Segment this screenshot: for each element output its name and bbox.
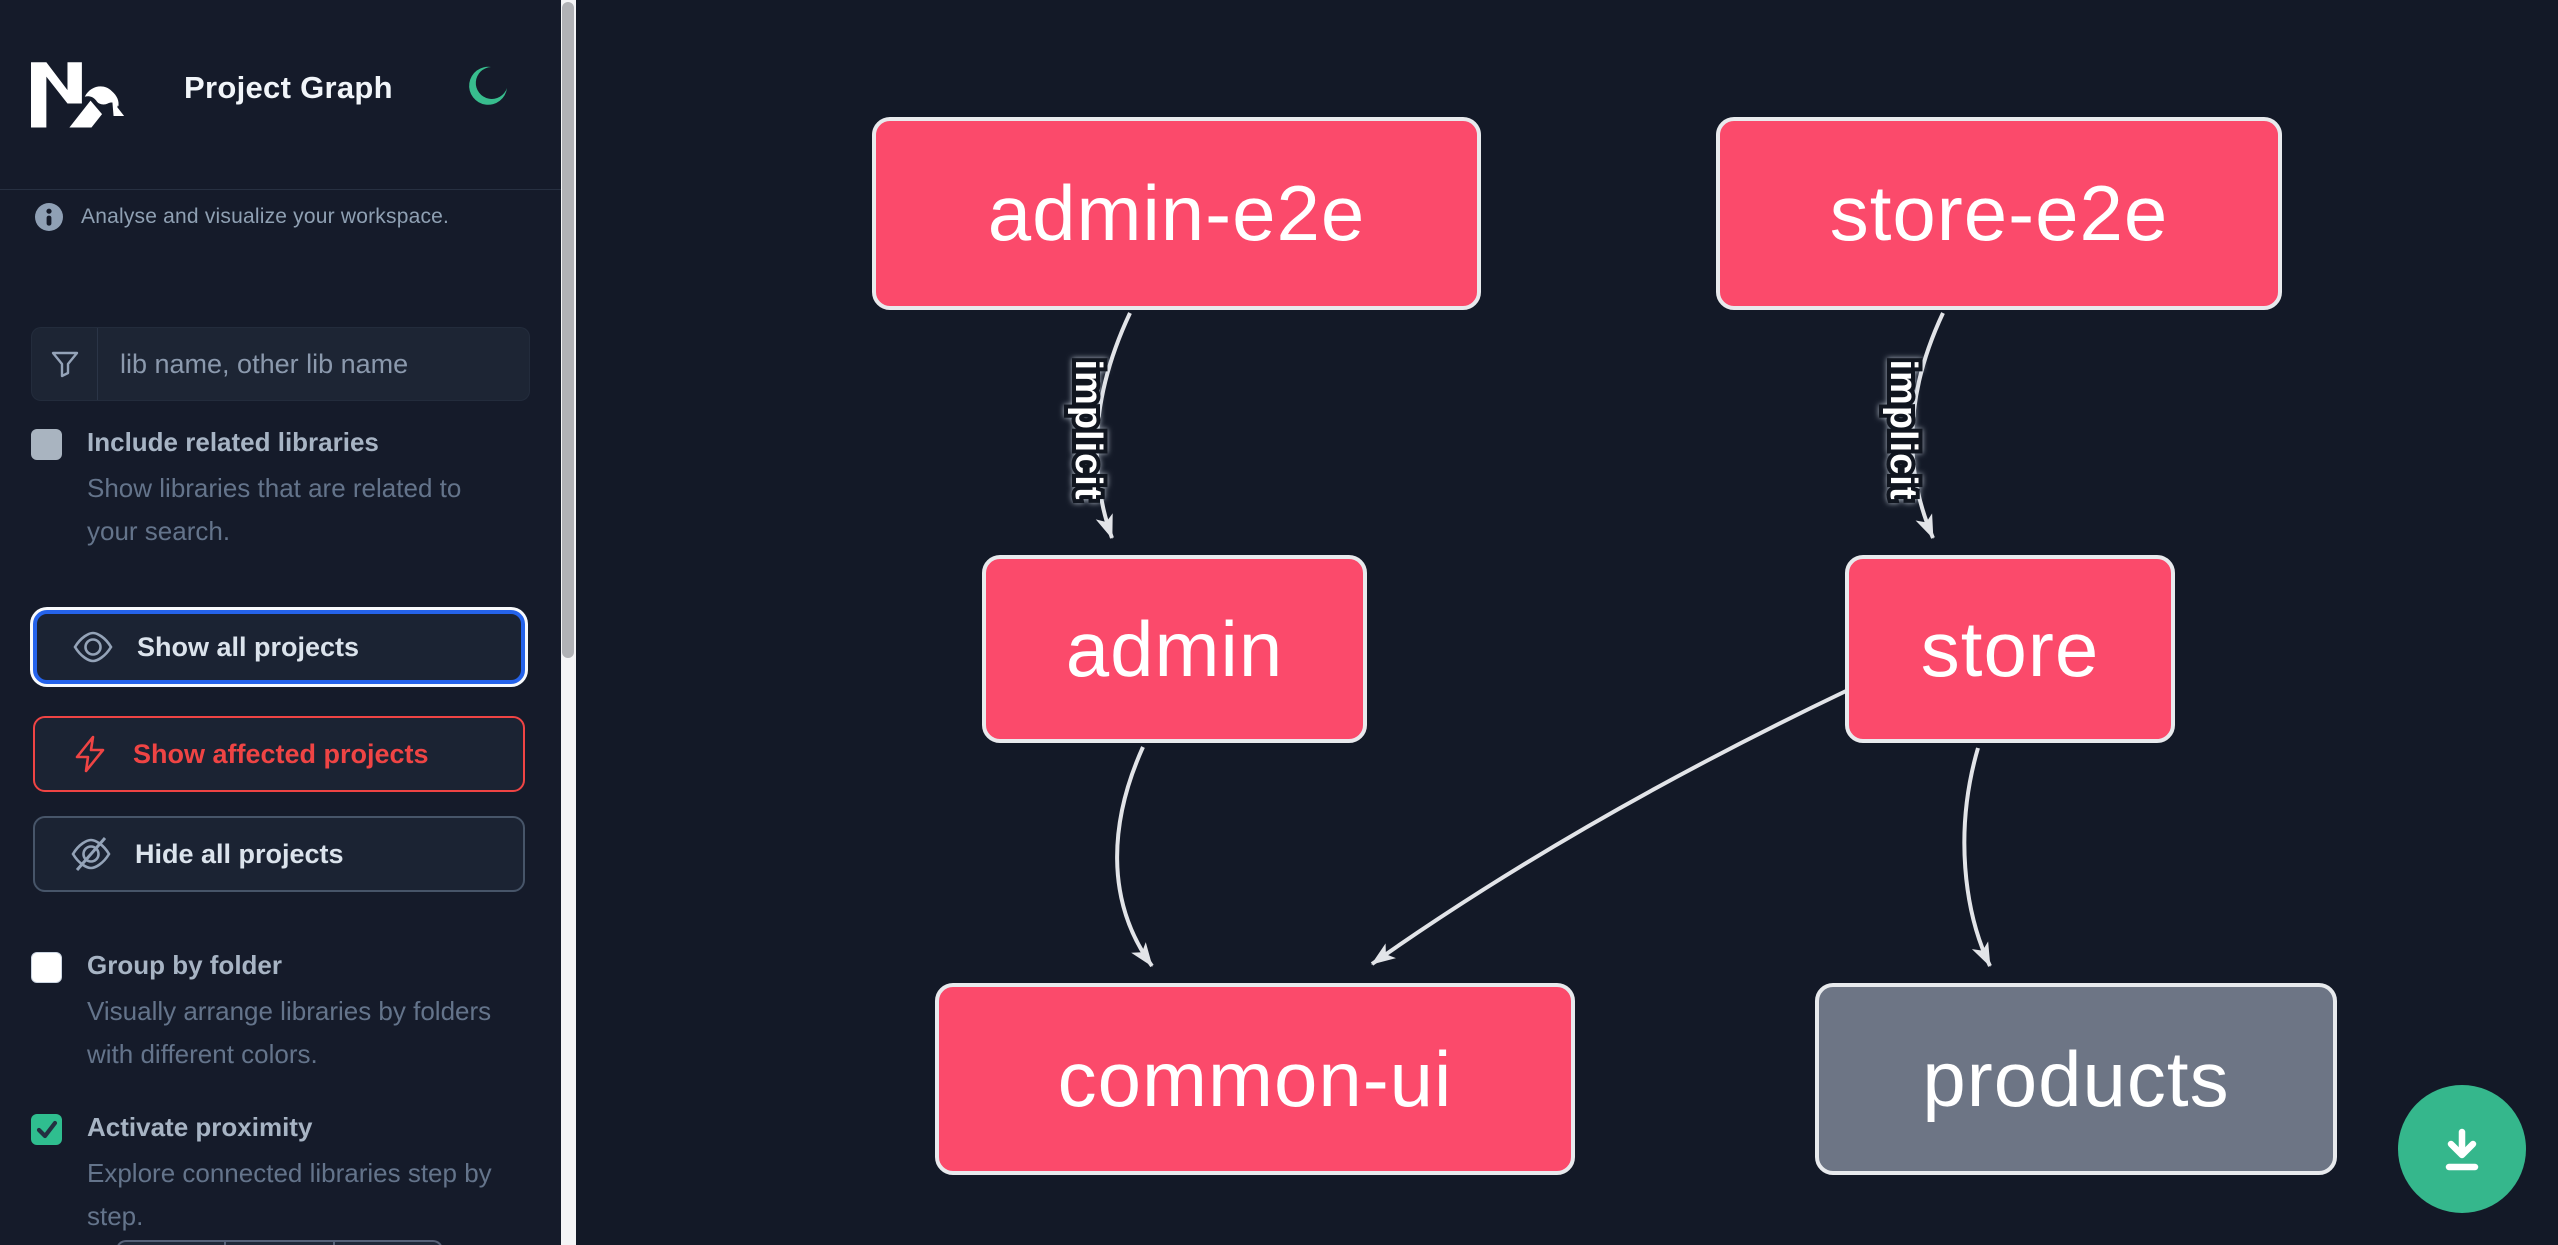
edge-admin-to-common-ui [1115,746,1154,968]
edge-label-implicit-admin: implicit [1067,359,1109,500]
workspace-info-text: Analyse and visualize your workspace. [81,205,450,228]
info-icon [35,203,63,231]
nx-logo [31,62,125,128]
show-all-projects-button[interactable]: Show all projects [33,610,525,684]
sidebar-scrollbar-thumb[interactable] [562,2,574,658]
group-by-folder-label: Group by folder [87,950,282,980]
group-by-folder-description: Visually arrange libraries by folders wi… [87,996,492,1069]
activate-proximity-description: Explore connected libraries step by step… [87,1158,492,1231]
sidebar-scrollbar[interactable] [561,0,576,1245]
proximity-stepper[interactable] [116,1240,443,1245]
node-products[interactable]: products [1815,983,2337,1175]
stepper-value [226,1240,335,1245]
sidebar-header: Project Graph [0,0,561,190]
edge-store-to-products [1962,747,1992,967]
node-store-label: store [1920,604,2100,693]
hide-all-projects-label: Hide all projects [135,838,344,869]
node-admin-e2e[interactable]: admin-e2e [872,117,1481,310]
group-by-folder-checkbox[interactable] [31,952,62,983]
search-box [31,327,530,401]
node-admin-e2e-label: admin-e2e [987,169,1366,257]
include-related-toggle: Include related libraries Show libraries… [31,427,531,553]
activate-proximity-checkbox[interactable] [31,1114,62,1145]
node-store-e2e-label: store-e2e [1829,169,2169,257]
node-common-ui-label: common-ui [1057,1034,1453,1123]
group-by-folder-toggle: Group by folder Visually arrange librari… [31,950,531,1076]
show-affected-projects-label: Show affected projects [133,738,429,769]
download-image-button[interactable] [2398,1085,2526,1213]
include-related-checkbox[interactable] [31,429,62,460]
stepper-decrement[interactable] [116,1240,227,1245]
stepper-increment[interactable] [334,1240,443,1245]
search-input[interactable] [98,328,529,400]
show-all-projects-label: Show all projects [137,631,360,662]
edge-admin-e2e-to-admin [1094,312,1132,539]
page-title: Project Graph [184,70,393,105]
sidebar: Project Graph Analyse and visualize your… [0,0,561,1245]
activate-proximity-toggle: Activate proximity Explore connected lib… [31,1112,531,1238]
eye-icon [73,631,113,663]
workspace-info: Analyse and visualize your workspace. [35,203,449,231]
checkmark-icon [36,1120,57,1138]
node-store[interactable]: store [1845,555,2175,743]
edge-label-implicit-store: implicit [1882,359,1924,500]
bolt-icon [75,735,105,773]
node-admin[interactable]: admin [982,555,1367,743]
node-admin-label: admin [1065,604,1284,693]
include-related-description: Show libraries that are related to your … [87,473,462,546]
graph-edges: implicit implicit [1063,312,1992,968]
hide-all-projects-button[interactable]: Hide all projects [33,816,525,892]
eye-off-icon [71,837,111,871]
filter-icon [32,328,98,400]
moon-icon[interactable] [464,62,512,110]
graph-canvas[interactable]: implicit implicit admin-e2e store-e2e ad… [576,0,2558,1245]
node-common-ui[interactable]: common-ui [935,983,1575,1175]
show-affected-projects-button[interactable]: Show affected projects [33,716,525,792]
download-icon [2445,1128,2479,1171]
node-store-e2e[interactable]: store-e2e [1716,117,2282,310]
edge-store-e2e-to-store [1910,312,1945,539]
edge-store-to-common-ui [1370,689,1847,966]
include-related-label: Include related libraries [87,427,379,457]
node-products-label: products [1922,1034,2230,1123]
activate-proximity-label: Activate proximity [87,1112,313,1142]
